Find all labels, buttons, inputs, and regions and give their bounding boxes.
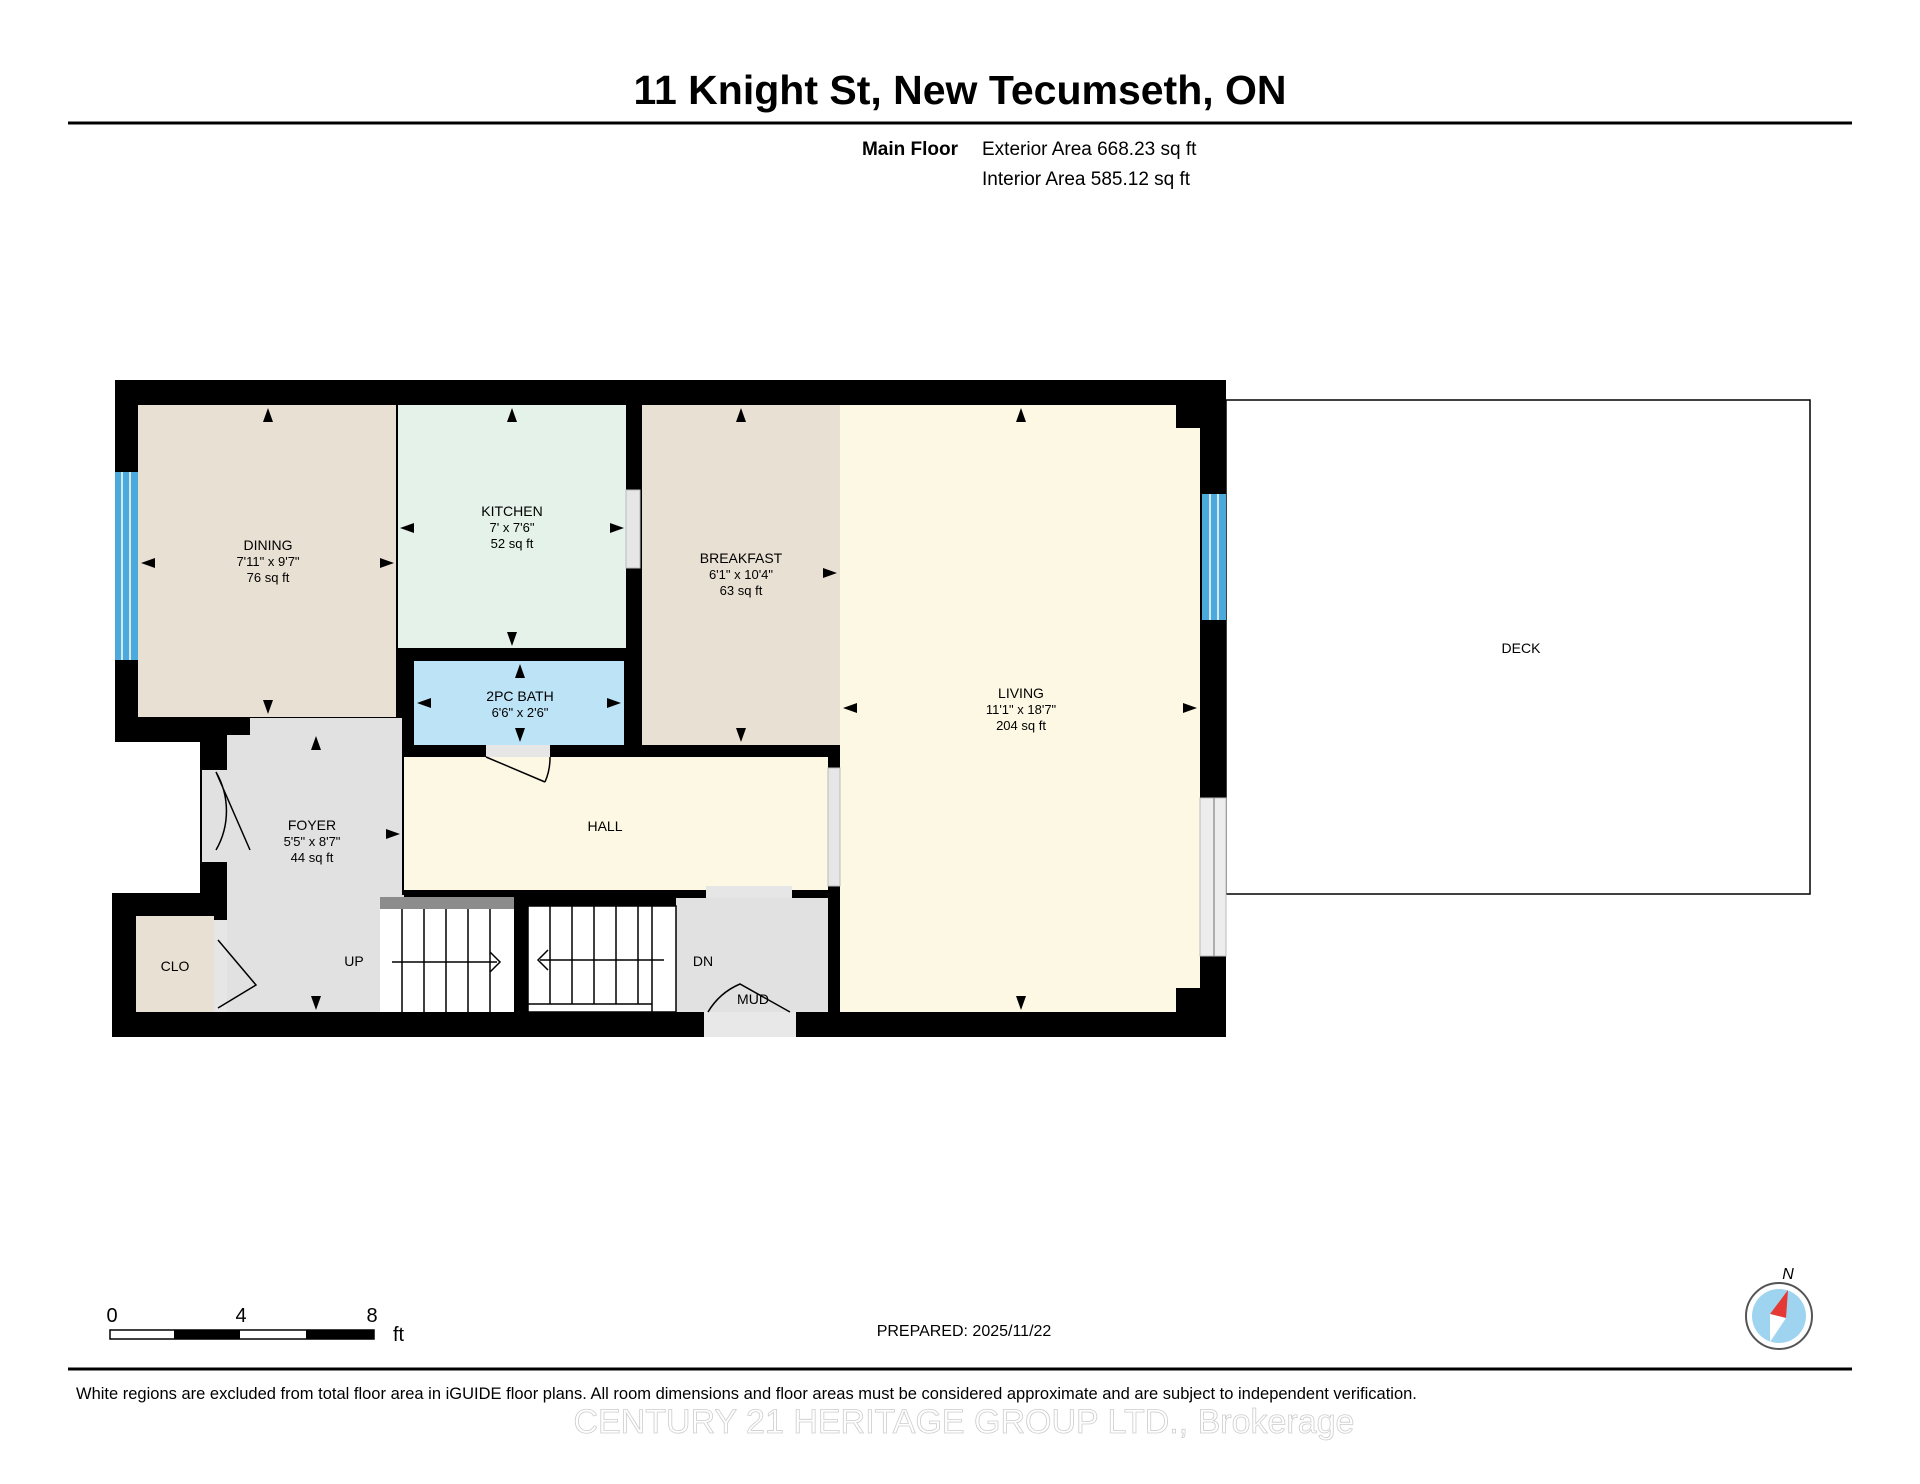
disclaimer-text: White regions are excluded from total fl… [76, 1385, 1417, 1403]
kitchen-breakfast-opening [625, 489, 641, 569]
bath-door-opening [486, 745, 550, 757]
scale-bar: 0 4 8 ft [106, 1305, 404, 1346]
living-room [840, 405, 1200, 1012]
bath-door-swing [485, 756, 551, 783]
closet-name: CLO [161, 958, 190, 974]
dining-area: 76 sq ft [247, 570, 290, 585]
exterior-area: Exterior Area 668.23 sq ft [982, 139, 1197, 160]
stairs-down [527, 905, 677, 1013]
mud-opening [706, 886, 792, 898]
deck-name: DECK [1502, 640, 1542, 656]
dining-room [138, 405, 396, 717]
breakfast-dims: 6'1" x 10'4" [709, 567, 773, 582]
hall-area [404, 757, 828, 890]
closet-area [136, 916, 214, 1012]
bath-label: 2PC BATH 6'6" x 2'6" [486, 688, 553, 720]
bath-name: 2PC BATH [486, 688, 553, 704]
breakfast-room [642, 405, 840, 745]
deck-area [1225, 399, 1811, 895]
scale-tick-8: 8 [366, 1305, 377, 1327]
bath-dims: 6'6" x 2'6" [492, 705, 549, 720]
breakfast-area: 63 sq ft [720, 583, 763, 598]
dining-label: DINING 7'11" x 9'7" 76 sq ft [236, 537, 299, 585]
dimension-arrows [141, 408, 1197, 1010]
living-area: 204 sq ft [996, 718, 1046, 733]
dining-window [115, 472, 138, 660]
front-door-swing [215, 771, 251, 851]
kitchen-name: KITCHEN [481, 503, 542, 519]
living-label: LIVING 11'1" x 18'7" 204 sq ft [986, 685, 1057, 733]
watermark-text: CENTURY 21 HERITAGE GROUP LTD., Brokerag… [574, 1403, 1355, 1441]
hall-name: HALL [587, 818, 622, 834]
stairs-up [380, 897, 514, 1012]
side-door-swing [707, 983, 791, 1013]
foyer-area: 44 sq ft [291, 850, 334, 865]
patio-door [1199, 797, 1227, 957]
scale-tick-4: 4 [235, 1305, 246, 1327]
mud-name: MUD [737, 991, 769, 1007]
foyer-label: FOYER 5'5" x 8'7" 44 sq ft [284, 817, 341, 865]
stairs-up-label: UP [344, 953, 363, 969]
floor-label: Main Floor [862, 139, 959, 160]
compass-north-label: N [1782, 1266, 1794, 1283]
hall-living-opening [827, 767, 841, 887]
dining-dims: 7'11" x 9'7" [236, 554, 299, 569]
living-name: LIVING [998, 685, 1044, 701]
breakfast-label: BREAKFAST 6'1" x 10'4" 63 sq ft [700, 550, 783, 598]
scale-unit: ft [393, 1324, 405, 1346]
stairs-down-label: DN [693, 953, 713, 969]
front-door-opening [202, 770, 228, 862]
compass-icon: N [1745, 1266, 1813, 1350]
interior-area: Interior Area 585.12 sq ft [982, 169, 1191, 190]
foyer-name: FOYER [288, 817, 336, 833]
foyer-area [227, 718, 404, 1012]
closet-door-swing [217, 939, 258, 1009]
prepared-date: PREPARED: 2025/11/22 [877, 1323, 1052, 1340]
mud-room [676, 898, 828, 1012]
living-window [1202, 494, 1226, 620]
kitchen-area: 52 sq ft [491, 536, 534, 551]
scale-tick-0: 0 [106, 1305, 117, 1327]
window-mullions [121, 472, 1219, 660]
dining-name: DINING [244, 537, 293, 553]
side-door-opening [704, 1012, 796, 1037]
kitchen-room [398, 405, 626, 648]
closet-door-opening [214, 920, 227, 1012]
breakfast-name: BREAKFAST [700, 550, 783, 566]
foyer-dims: 5'5" x 8'7" [284, 834, 341, 849]
kitchen-label: KITCHEN 7' x 7'6" 52 sq ft [481, 503, 542, 551]
kitchen-dims: 7' x 7'6" [490, 520, 535, 535]
living-dims: 11'1" x 18'7" [986, 702, 1057, 717]
page-title: 11 Knight St, New Tecumseth, ON [633, 67, 1286, 113]
